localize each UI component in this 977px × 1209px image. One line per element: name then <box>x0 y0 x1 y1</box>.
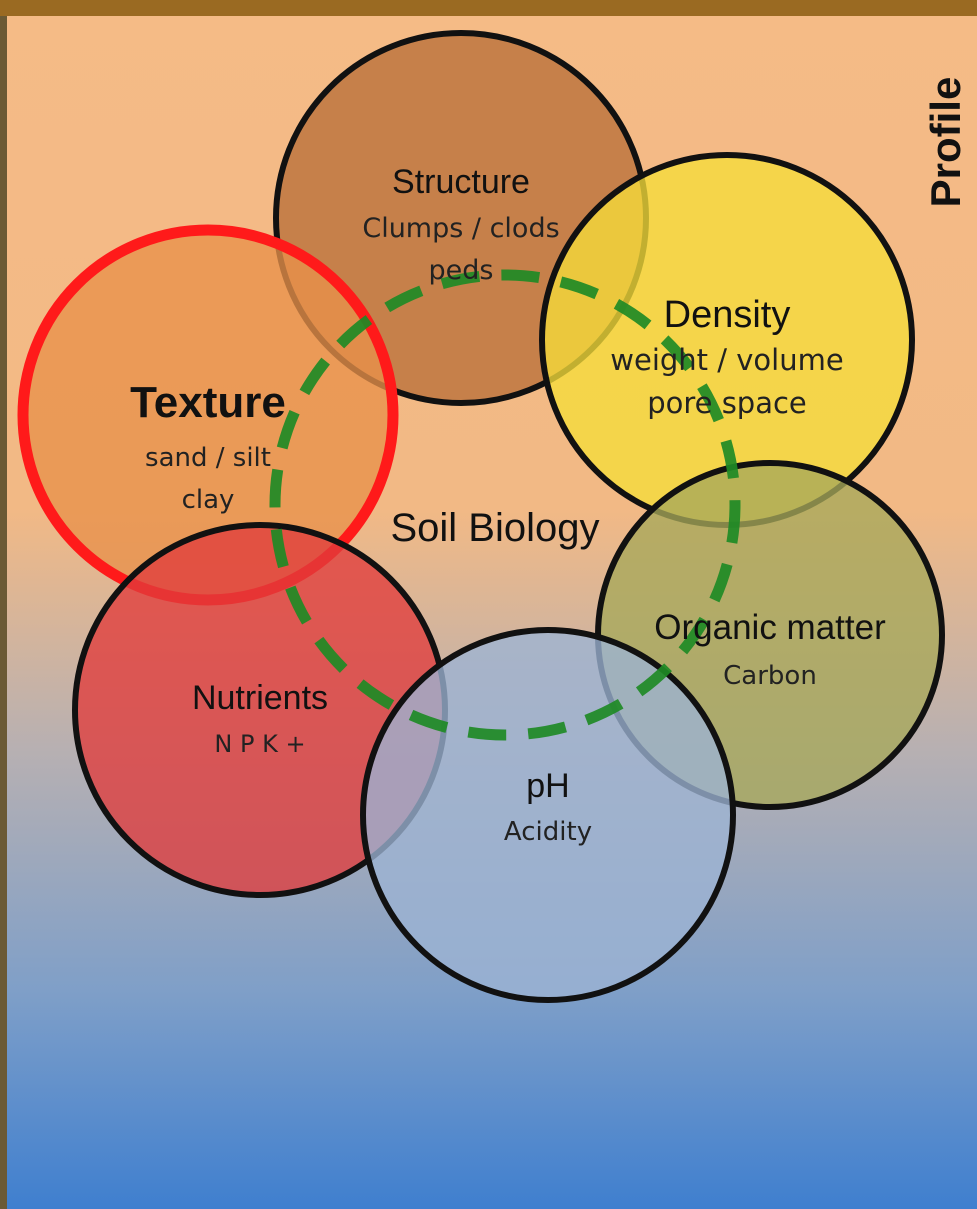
sublabel-density-1: weight / volume <box>610 343 843 377</box>
sublabel-ph-1: Acidity <box>504 817 592 847</box>
sublabel-texture-1: sand / silt <box>145 443 271 473</box>
sublabel-density-2: pore space <box>647 386 807 420</box>
sublabel-structure-1: Clumps / clods <box>362 213 559 244</box>
sublabel-structure-2: peds <box>429 255 494 286</box>
sublabel-texture-2: clay <box>182 485 235 515</box>
side-label-profile: Profile <box>922 77 969 208</box>
circle-ph <box>363 630 733 1000</box>
label-ph: pH <box>526 767 569 805</box>
label-density: Density <box>664 294 791 336</box>
label-nutrients: Nutrients <box>192 679 328 717</box>
label-organic-matter: Organic matter <box>654 608 886 647</box>
center-label: Soil Biology <box>390 506 599 550</box>
label-texture: Texture <box>130 378 286 427</box>
label-structure: Structure <box>392 163 530 201</box>
sublabel-nutrients-1: N P K + <box>214 730 305 758</box>
sublabel-organic-matter-1: Carbon <box>723 661 817 691</box>
